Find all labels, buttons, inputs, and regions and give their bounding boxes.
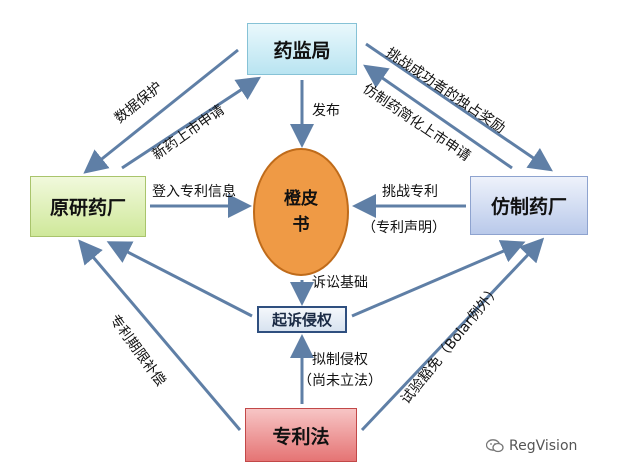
- label-challenge-patent: 挑战专利: [382, 184, 438, 200]
- patent-law-box: 专利法: [245, 408, 357, 462]
- arrow-patent-term-compensation: [78, 239, 242, 431]
- arrow-lawsuit-originator: [106, 241, 253, 318]
- label-register-patent: 登入专利信息: [152, 184, 236, 200]
- watermark-text: RegVision: [509, 438, 578, 454]
- arrow-lawsuit-generic: [351, 240, 526, 318]
- arrow-trial-exemption: [360, 237, 545, 432]
- arrow-new-drug-application: [121, 76, 262, 170]
- generic-box: 仿制药厂: [470, 176, 588, 235]
- watermark: RegVision: [486, 438, 577, 454]
- label-patent-declaration: （专利声明）: [362, 220, 446, 236]
- orange-book-line2: 书: [292, 215, 310, 235]
- label-publish: 发布: [312, 103, 340, 119]
- originator-box: 原研药厂: [30, 176, 146, 237]
- lawsuit-box: 起诉侵权: [257, 306, 347, 333]
- drug-agency-box: 药监局: [247, 23, 357, 75]
- label-not-legislated: （尚未立法）: [298, 373, 382, 389]
- label-presumed-infringement: 拟制侵权: [312, 352, 368, 368]
- label-litigation-basis: 诉讼基础: [312, 275, 368, 291]
- orange-book-ellipse: 橙皮 书: [253, 148, 349, 276]
- arrow-challenge-reward: [365, 42, 553, 172]
- orange-book-line1: 橙皮: [284, 189, 318, 209]
- arrow-generic-application: [363, 64, 513, 170]
- arrow-data-protection: [83, 48, 239, 174]
- wechat-icon: [486, 439, 504, 453]
